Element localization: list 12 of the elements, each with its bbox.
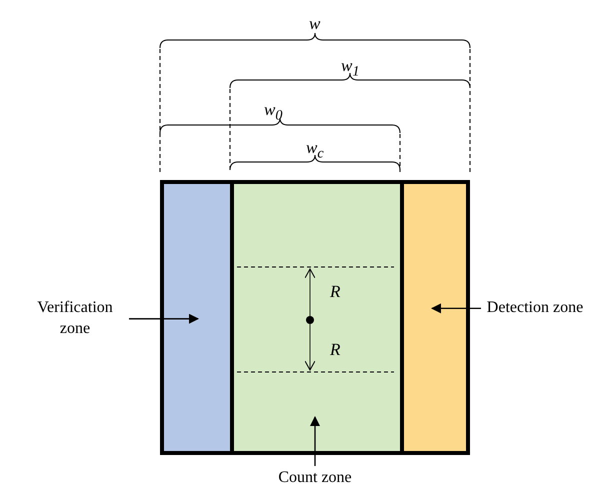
dimension-label: w$_{1}$ [341, 56, 360, 80]
radius-label: R [330, 340, 340, 360]
zone-label: Detection zone [485, 298, 585, 319]
radius-label: R [330, 282, 340, 302]
dimension-label: w [309, 14, 320, 34]
dimension-label: w$_{c}$ [306, 138, 324, 162]
zone-label: Verification zone [25, 298, 125, 340]
arrow [431, 303, 481, 314]
arrow [310, 416, 320, 466]
zone-label: Count zone [255, 468, 375, 489]
arrow [129, 314, 199, 324]
dimension-label: w$_{0}$ [264, 100, 282, 124]
